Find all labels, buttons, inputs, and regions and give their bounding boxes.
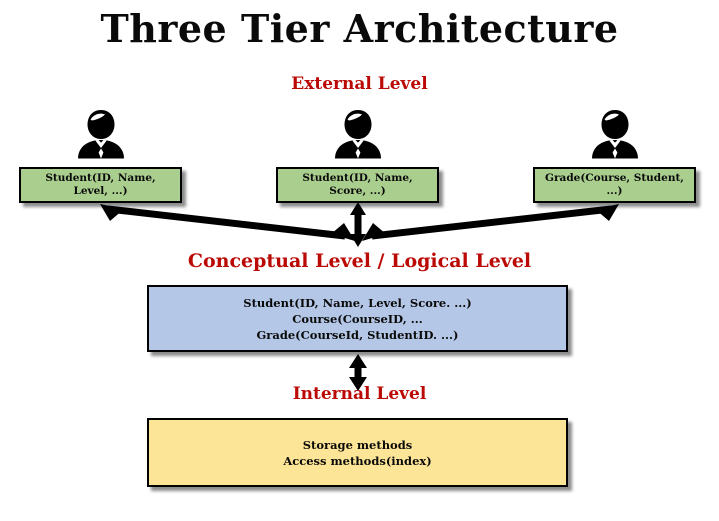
external-view-box-3[interactable]: Grade(Course, Student, ...): [533, 167, 696, 203]
user-icon: [71, 104, 131, 164]
arrow-external-view-2-to-conceptual: [350, 202, 366, 247]
internal-level-box[interactable]: Storage methods Access methods(index): [147, 418, 568, 487]
conceptual-line-1: Student(ID, Name, Level, Score. ...): [243, 295, 472, 310]
conceptual-level-box[interactable]: Student(ID, Name, Level, Score. ...) Cou…: [147, 285, 568, 352]
external-view-box-1[interactable]: Student(ID, Name, Level, ...): [19, 167, 182, 203]
external-view-2-line-1: Student(ID, Name,: [302, 172, 413, 184]
internal-line-1: Storage methods: [302, 437, 413, 452]
external-view-1-line-1: Student(ID, Name,: [45, 172, 156, 184]
user-icon: [328, 104, 388, 164]
conceptual-level-caption: Conceptual Level / Logical Level: [187, 250, 532, 272]
conceptual-line-2: Course(CourseID, ...: [292, 311, 423, 326]
external-view-2-line-2: Score, ...): [329, 185, 386, 197]
external-view-box-2[interactable]: Student(ID, Name, Score, ...): [276, 167, 439, 203]
internal-line-2: Access methods(index): [283, 453, 432, 468]
internal-level-caption: Internal Level: [292, 384, 427, 404]
external-view-3-line-2: ...): [606, 185, 623, 197]
conceptual-line-3: Grade(CourseId, StudentID. ...): [256, 327, 459, 342]
arrow-external-view-1-to-conceptual: [100, 204, 355, 241]
external-view-3-line-1: Grade(Course, Student,: [545, 172, 684, 184]
arrow-external-view-3-to-conceptual: [362, 204, 619, 241]
external-level-caption: External Level: [291, 74, 428, 94]
page-title: Three Tier Architecture: [100, 6, 619, 51]
user-icon: [585, 104, 645, 164]
external-view-1-line-2: Level, ...): [73, 185, 128, 197]
